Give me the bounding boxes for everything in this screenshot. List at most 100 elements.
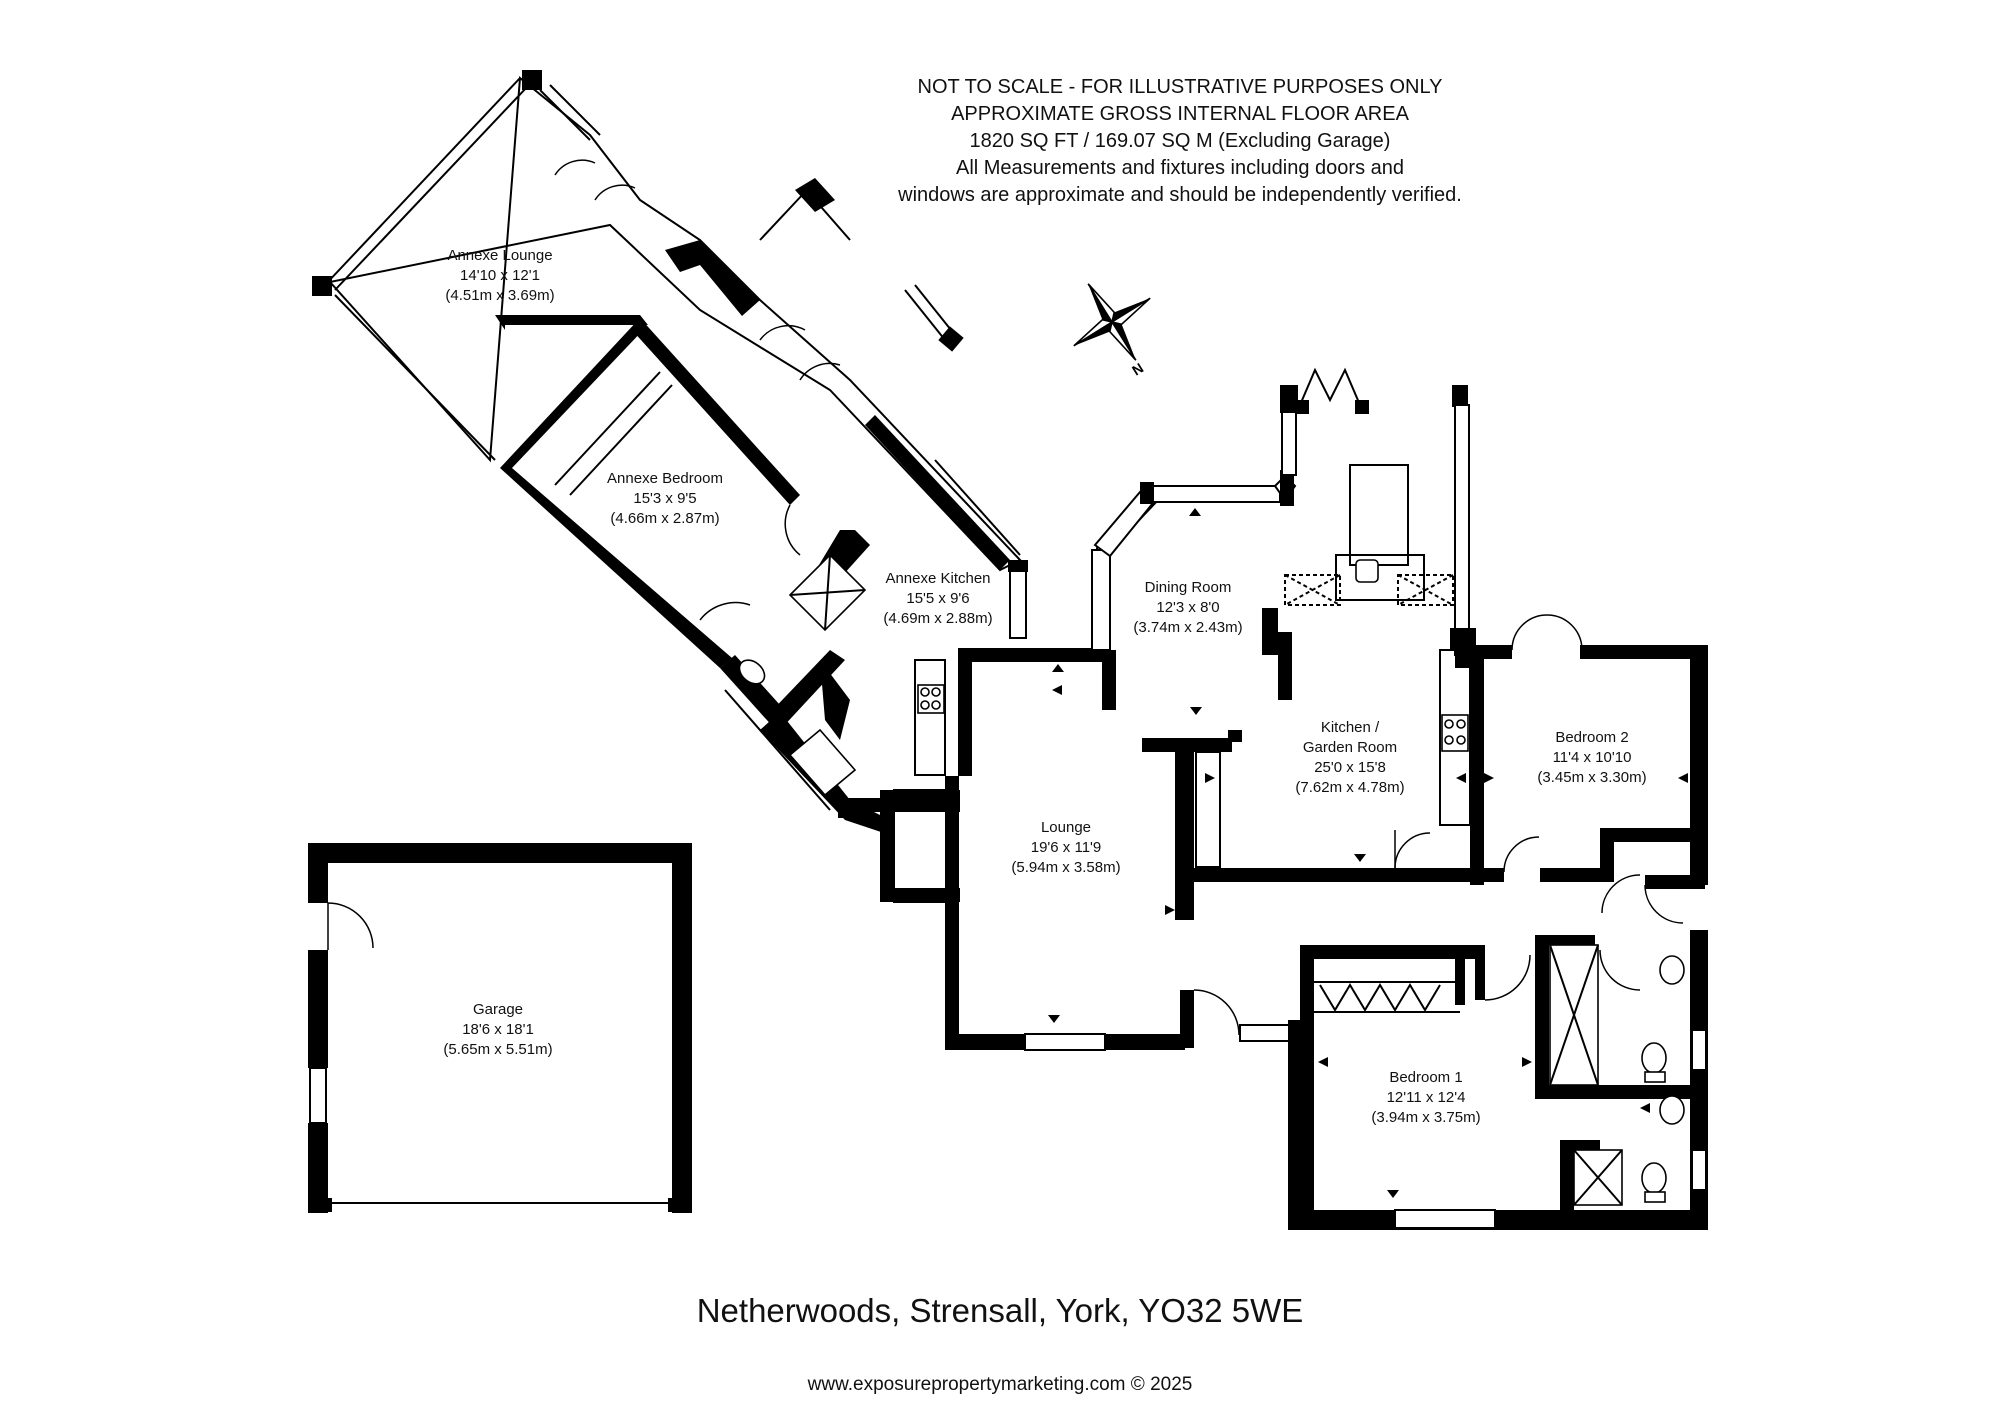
annexe-toilet-icon: [738, 659, 766, 685]
hob-ring-icon: [1444, 735, 1454, 745]
annexe-lounge-side-wall: [539, 89, 591, 141]
hob-ring-icon: [931, 700, 941, 710]
room-name: Annexe Lounge: [447, 247, 553, 264]
room-label-dining-room: Dining Room 12'3 x 8'0 (3.74m x 2.43m): [1133, 578, 1242, 638]
lounge-front-door[interactable]: [1193, 989, 1240, 1036]
annexe-sink-icon: [788, 728, 857, 797]
room-name: Kitchen /: [1320, 719, 1380, 736]
bedroom1-door[interactable]: [1484, 954, 1531, 1001]
room-name: Bedroom 1: [1389, 1069, 1463, 1086]
dining-bay-window-left: [1091, 549, 1111, 651]
annexe-lounge-pier: [522, 70, 542, 90]
garage: [308, 843, 692, 1213]
annexe-wall: [820, 660, 850, 740]
room-name: Garage: [472, 1001, 524, 1018]
kitchen-door[interactable]: [1394, 832, 1431, 869]
room-size-metric: (3.94m x 3.75m): [1371, 1109, 1481, 1126]
annexe-wall-block: [665, 240, 760, 316]
shower-room-wall: [1560, 1140, 1600, 1150]
bedroom1-wardrobe: [1319, 983, 1441, 1012]
room-label-annexe-lounge: Annexe Lounge 14'10 x 12'1 (4.51m x 3.69…: [445, 246, 554, 306]
annexe-pier: [1008, 560, 1028, 572]
annexe-window: [814, 199, 851, 241]
garage-side-door[interactable]: [327, 902, 374, 950]
garage-left-wall: [308, 950, 328, 1068]
room-name: Annexe Bedroom: [607, 470, 723, 487]
bedroom1-left-wall: [1288, 1020, 1314, 1230]
lounge-kitchen-wall: [1180, 745, 1194, 920]
en-suite-door[interactable]: [1599, 949, 1641, 991]
room-size-imperial: 15'3 x 9'5: [633, 490, 697, 507]
room-size-imperial: 14'10 x 12'1: [460, 267, 540, 284]
garden-room-bifold-doors[interactable]: [1299, 367, 1361, 406]
room-size-imperial: 15'5 x 9'6: [906, 590, 970, 607]
annexe-bedroom-door[interactable]: [784, 504, 801, 556]
room-name: Lounge: [1040, 819, 1092, 836]
annexe-bedroom-wardrobe: [554, 371, 661, 486]
credit-line: www.exposurepropertymarketing.com © 2025: [807, 1374, 1193, 1395]
disclaimer-line: All Measurements and fixtures including …: [955, 157, 1405, 179]
dining-kitchen-pillar: [1262, 608, 1292, 700]
room-label-bedroom-2: Bedroom 2 11'4 x 10'10 (3.45m x 3.30m): [1537, 728, 1646, 788]
en-suite-window: [1691, 1029, 1707, 1071]
bedroom2-right-wall: [1690, 645, 1708, 885]
annexe-wc-door[interactable]: [699, 601, 751, 621]
annexe-bedroom-inner-wall: [632, 318, 800, 505]
lounge-window: [1024, 1033, 1106, 1051]
toilet-cistern: [1644, 1071, 1666, 1083]
annexe-french-door[interactable]: [799, 362, 841, 381]
hob-ring-icon: [1444, 719, 1454, 729]
en-suite-wall: [1535, 935, 1595, 945]
cupboard-door[interactable]: [1601, 874, 1641, 914]
garage-window: [309, 1067, 327, 1124]
bedroom2-bottom-wall: [1540, 868, 1610, 882]
bedroom2-french-door[interactable]: [1546, 614, 1583, 651]
toilet-cistern: [1644, 1191, 1666, 1203]
bedroom2-door[interactable]: [1503, 836, 1540, 873]
room-size-metric: (5.94m x 3.58m): [1011, 859, 1121, 876]
en-suite-door[interactable]: [1644, 884, 1684, 924]
compass-rose-icon: [1073, 283, 1151, 361]
kitchen-chimney-breast: [1349, 464, 1409, 566]
hob-ring-icon: [920, 687, 930, 697]
disclaimer-line: windows are approximate and should be in…: [898, 184, 1462, 206]
hall-wall: [1008, 648, 1108, 660]
bedroom1-left-wall-upper: [1300, 945, 1314, 1025]
hob-ring-icon: [931, 687, 941, 697]
bedroom1-top-wall: [1300, 945, 1480, 959]
kitchen-bedroom2-wall: [1470, 650, 1484, 885]
basin-icon: [1659, 1095, 1685, 1125]
annexe-bedroom-wall: [495, 315, 648, 330]
garage-left-wall-upper: [308, 843, 328, 903]
annexe-kitchen-bottom-wall: [838, 798, 852, 818]
room-size-metric: (4.51m x 3.69m): [445, 287, 555, 304]
room-size-metric: (4.69m x 2.88m): [883, 610, 993, 627]
annexe-french-door[interactable]: [759, 324, 806, 341]
room-size-imperial: 11'4 x 10'10: [1552, 749, 1632, 766]
annexe-wall-block: [795, 178, 835, 212]
lounge-left-wall: [945, 776, 959, 1046]
kitchen-worktop-left: [1195, 751, 1221, 868]
lounge-dining-wall: [1102, 650, 1116, 710]
garage-pier: [308, 1198, 332, 1212]
annexe-lounge-door[interactable]: [594, 184, 636, 201]
dining-bay-pier: [1140, 482, 1154, 504]
lounge-bottom-right-wall: [1180, 990, 1194, 1048]
annexe-kitchen-diagonal-wall: [865, 415, 1010, 570]
disclaimer-line: APPROXIMATE GROSS INTERNAL FLOOR AREA: [951, 103, 1409, 125]
lounge-chimney-left: [880, 790, 894, 902]
main-house: [838, 367, 1708, 1230]
annexe-lounge-door[interactable]: [554, 159, 596, 176]
bifold-pier: [1295, 400, 1309, 414]
bedroom2-top-wall: [1470, 645, 1512, 659]
hob-ring-icon: [1456, 719, 1466, 729]
bedroom2-french-door[interactable]: [1511, 614, 1548, 651]
annexe-lounge-pier: [312, 276, 332, 296]
room-name: Annexe Kitchen: [885, 570, 991, 587]
skylight-x: [1397, 574, 1454, 606]
disclaimer-note: NOT TO SCALE - FOR ILLUSTRATIVE PURPOSES…: [800, 74, 1560, 209]
bifold-pier: [1355, 400, 1369, 414]
bedroom2-bottom-wall: [1484, 868, 1504, 882]
toilet-icon: [1641, 1042, 1667, 1074]
en-suite-wall: [1535, 935, 1549, 1095]
